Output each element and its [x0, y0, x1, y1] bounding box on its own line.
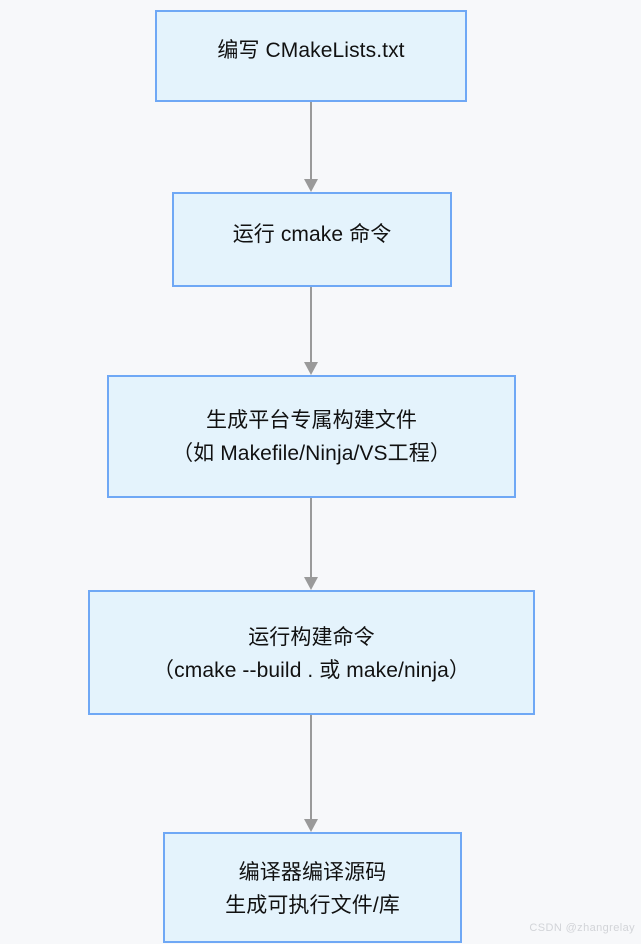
flow-node-label: 编译器编译源码	[238, 861, 387, 884]
arrow-stem	[310, 102, 312, 179]
arrow-stem	[310, 498, 312, 577]
flow-node-generate-platform-build-files[interactable]: 生成平台专属构建文件 （如 Makefile/Ninja/VS工程）	[107, 375, 516, 498]
flow-node-write-cmakelists[interactable]: 编写 CMakeLists.txt	[155, 10, 467, 102]
flow-node-label: 编写 CMakeLists.txt	[217, 39, 405, 62]
flow-node-compile-sources[interactable]: 编译器编译源码 生成可执行文件/库	[163, 832, 462, 943]
flow-node-label-secondary: 生成可执行文件/库	[225, 894, 400, 917]
arrow-stem	[310, 715, 312, 819]
flow-arrow-2	[304, 287, 318, 375]
flow-node-run-build-command[interactable]: 运行构建命令 （cmake --build . 或 make/ninja）	[88, 590, 535, 715]
flow-node-label: 运行 cmake 命令	[232, 223, 392, 246]
arrow-head-icon	[304, 577, 318, 590]
flow-arrow-4	[304, 715, 318, 832]
arrow-head-icon	[304, 819, 318, 832]
flow-arrow-3	[304, 498, 318, 590]
flow-node-label: 生成平台专属构建文件	[206, 409, 417, 432]
flow-node-label-secondary: （cmake --build . 或 make/ninja）	[153, 659, 470, 682]
arrow-head-icon	[304, 362, 318, 375]
arrow-stem	[310, 287, 312, 362]
flow-node-label: 运行构建命令	[248, 626, 375, 649]
flow-arrow-1	[304, 102, 318, 192]
flow-node-label-secondary: （如 Makefile/Ninja/VS工程）	[172, 442, 451, 465]
watermark: CSDN @zhangrelay	[529, 922, 635, 934]
arrow-head-icon	[304, 179, 318, 192]
flow-node-run-cmake-command[interactable]: 运行 cmake 命令	[172, 192, 452, 287]
